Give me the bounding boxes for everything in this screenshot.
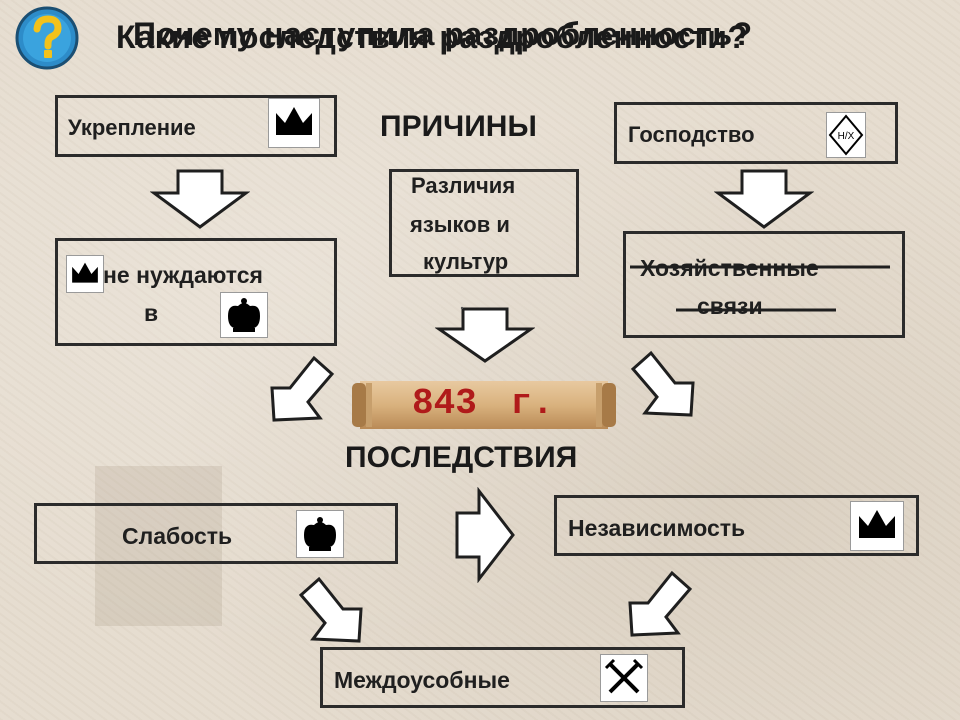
no-need-box	[55, 238, 337, 346]
down-arrow-left	[150, 169, 250, 229]
diagonal-arrow-bottom-left	[298, 576, 363, 643]
no-need-label-1: не нуждаются	[103, 262, 263, 288]
strengthening-label: Укрепление	[68, 115, 196, 140]
internecine-label: Междоусобные	[334, 667, 510, 693]
year-scroll: 843 г.	[350, 377, 618, 433]
crown-icon	[268, 98, 320, 148]
weakness-label: Слабость	[122, 523, 233, 549]
diamond-nx-icon: Н/Х	[826, 112, 866, 158]
independence-box	[554, 495, 919, 556]
economic-ties-label-2: связи	[697, 293, 763, 319]
background-shade	[95, 466, 222, 626]
title-layer-2: Какие последствия раздробленности?	[116, 19, 748, 55]
crossed-swords-icon	[600, 654, 648, 702]
year-number: 843	[412, 383, 477, 424]
dominance-label: Господство	[628, 122, 755, 147]
strengthening-box	[55, 95, 337, 157]
economic-ties-box	[623, 231, 905, 338]
crown-small-icon	[66, 255, 104, 293]
svg-text:Н/Х: Н/Х	[838, 131, 855, 142]
royal-crown-icon-weakness	[296, 510, 344, 558]
right-arrow	[455, 487, 515, 583]
dominance-box	[614, 102, 898, 164]
differences-line-1: Различия	[411, 173, 516, 198]
year-suffix: г.	[510, 383, 554, 424]
diagonal-arrow-right	[630, 350, 695, 417]
down-arrow-right	[714, 169, 814, 229]
royal-crown-icon	[220, 292, 268, 338]
diagonal-arrow-left	[270, 355, 335, 422]
weakness-box	[34, 503, 398, 564]
strike-line-1	[630, 265, 890, 269]
differences-line-3: культур	[423, 249, 509, 274]
strike-line-2	[676, 308, 836, 312]
title-layer-1: Почему наступила раздробленность?	[133, 16, 753, 52]
diagonal-arrow-bottom-right	[628, 570, 693, 637]
internecine-box	[320, 647, 685, 708]
differences-box	[389, 169, 579, 277]
causes-heading: ПРИЧИНЫ	[380, 110, 537, 143]
decorative-dot: .	[460, 296, 464, 312]
question-mark-icon[interactable]	[14, 5, 80, 71]
year-text: 843 г.	[412, 383, 554, 424]
independence-label: Независимость	[568, 515, 746, 541]
no-need-label-2: в	[144, 300, 159, 326]
consequences-heading: ПОСЛЕДСТВИЯ	[345, 441, 578, 474]
down-arrow-center	[435, 307, 535, 363]
crown-icon-independence	[850, 501, 904, 551]
differences-line-2: языков и	[410, 212, 510, 237]
